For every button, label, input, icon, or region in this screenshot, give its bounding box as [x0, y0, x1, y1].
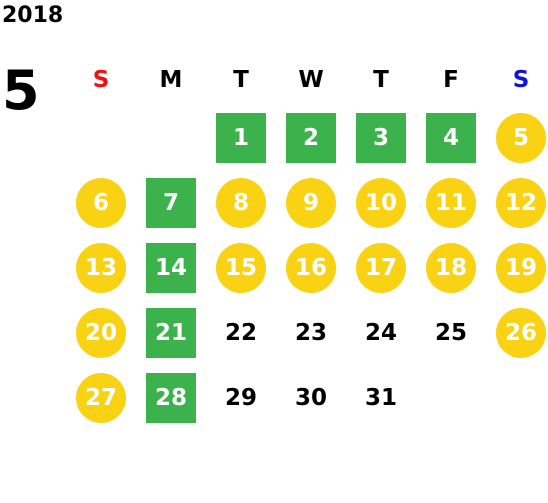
calendar-day-14[interactable]: 14 — [136, 235, 206, 300]
calendar-day-number: 15 — [216, 242, 266, 293]
calendar-day-27[interactable]: 27 — [66, 365, 136, 430]
calendar-day-number: 18 — [426, 242, 476, 293]
calendar-day-number: 19 — [496, 242, 546, 293]
calendar-day-number: 10 — [356, 177, 406, 228]
calendar-day-number: 30 — [294, 384, 327, 411]
weekday-header-row: S M T W T F S — [66, 55, 548, 105]
weekday-sunday: S — [92, 67, 110, 93]
calendar-day-number: 16 — [286, 242, 336, 293]
calendar-day-number: 5 — [496, 112, 546, 163]
calendar-day-number: 9 — [286, 177, 336, 228]
calendar-day-16[interactable]: 16 — [276, 235, 346, 300]
calendar-day-number: 2 — [286, 112, 336, 163]
calendar-day-number: 13 — [76, 242, 126, 293]
calendar-day-3[interactable]: 3 — [346, 105, 416, 170]
weekday-monday: M — [159, 67, 183, 93]
calendar-day-empty — [66, 105, 136, 170]
calendar-day-8[interactable]: 8 — [206, 170, 276, 235]
calendar-day-31[interactable]: 31 — [346, 365, 416, 430]
calendar-day-number: 14 — [146, 242, 196, 293]
calendar-day-number: 29 — [224, 384, 257, 411]
calendar-day-number: 7 — [146, 177, 196, 228]
calendar-day-number: 27 — [76, 372, 126, 423]
calendar-day-number: 25 — [434, 319, 467, 346]
calendar-week-row: 13 14 15 16 17 18 19 — [66, 235, 548, 300]
calendar-day-17[interactable]: 17 — [346, 235, 416, 300]
calendar-day-number: 12 — [496, 177, 546, 228]
calendar-day-11[interactable]: 11 — [416, 170, 486, 235]
calendar-day-number: 17 — [356, 242, 406, 293]
calendar-day-empty — [136, 105, 206, 170]
calendar-day-number: 20 — [76, 307, 126, 358]
calendar-day-13[interactable]: 13 — [66, 235, 136, 300]
calendar-month-number: 5 — [2, 59, 40, 122]
calendar-day-number: 8 — [216, 177, 266, 228]
calendar-day-1[interactable]: 1 — [206, 105, 276, 170]
calendar-day-2[interactable]: 2 — [276, 105, 346, 170]
weekday-tuesday: T — [233, 67, 249, 93]
calendar-day-24[interactable]: 24 — [346, 300, 416, 365]
calendar-day-number: 4 — [426, 112, 476, 163]
calendar-day-6[interactable]: 6 — [66, 170, 136, 235]
calendar-day-empty — [486, 365, 548, 430]
calendar-day-7[interactable]: 7 — [136, 170, 206, 235]
calendar-day-10[interactable]: 10 — [346, 170, 416, 235]
calendar-week-row: 20 21 22 23 24 25 26 — [66, 300, 548, 365]
calendar-day-number: 31 — [364, 384, 397, 411]
calendar-day-15[interactable]: 15 — [206, 235, 276, 300]
weekday-friday: F — [443, 67, 459, 93]
calendar-day-28[interactable]: 28 — [136, 365, 206, 430]
calendar-day-21[interactable]: 21 — [136, 300, 206, 365]
weekday-thursday: T — [373, 67, 389, 93]
calendar-week-row: 27 28 29 30 31 — [66, 365, 548, 430]
calendar-day-29[interactable]: 29 — [206, 365, 276, 430]
calendar-day-number: 3 — [356, 112, 406, 163]
calendar-day-empty — [416, 365, 486, 430]
calendar-day-number: 1 — [216, 112, 266, 163]
calendar-day-number: 11 — [426, 177, 476, 228]
calendar-day-22[interactable]: 22 — [206, 300, 276, 365]
calendar-day-19[interactable]: 19 — [486, 235, 548, 300]
calendar-day-12[interactable]: 12 — [486, 170, 548, 235]
calendar-day-number: 6 — [76, 177, 126, 228]
calendar-day-30[interactable]: 30 — [276, 365, 346, 430]
calendar-day-23[interactable]: 23 — [276, 300, 346, 365]
calendar-day-number: 21 — [146, 307, 196, 358]
calendar-day-18[interactable]: 18 — [416, 235, 486, 300]
weekday-wednesday: W — [298, 67, 324, 93]
weekday-saturday: S — [512, 67, 530, 93]
calendar-day-4[interactable]: 4 — [416, 105, 486, 170]
calendar-day-number: 28 — [146, 372, 196, 423]
calendar-day-20[interactable]: 20 — [66, 300, 136, 365]
calendar-day-5[interactable]: 5 — [486, 105, 548, 170]
calendar-day-number: 22 — [224, 319, 257, 346]
calendar-day-26[interactable]: 26 — [486, 300, 548, 365]
calendar-day-number: 24 — [364, 319, 397, 346]
calendar-day-25[interactable]: 25 — [416, 300, 486, 365]
calendar-day-number: 23 — [294, 319, 327, 346]
calendar-year: 2018 — [2, 3, 64, 28]
calendar-day-9[interactable]: 9 — [276, 170, 346, 235]
calendar-day-number: 26 — [496, 307, 546, 358]
